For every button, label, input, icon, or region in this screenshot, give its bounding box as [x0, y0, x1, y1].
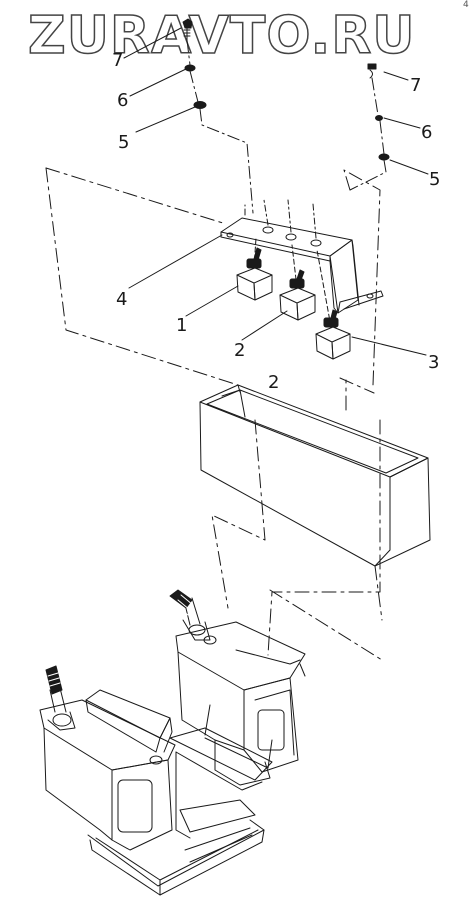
callout-5-right: 5 [429, 169, 440, 190]
right-nut-part-6 [375, 115, 383, 121]
watermark-logo: ZURAVTO.RU [27, 5, 416, 67]
left-control-console [39, 665, 176, 851]
switch-housing-box [199, 384, 431, 567]
toggle-switch-part-3 [315, 249, 351, 360]
callout-7-right: 7 [410, 75, 421, 96]
callout-2-lower: 2 [268, 372, 279, 393]
right-washer-part-5 [378, 153, 390, 161]
toggle-switch-part-1 [236, 237, 273, 301]
callout-3: 3 [428, 352, 439, 373]
left-screw-part-7 [182, 18, 193, 41]
toggle-switch-part-2 [279, 244, 316, 321]
callout-6-right: 6 [421, 122, 432, 143]
right-screw-part-7 [367, 63, 377, 79]
right-control-console [169, 589, 306, 786]
seat-base-frame [87, 704, 273, 896]
left-washer-part-5 [193, 101, 207, 109]
callout-4: 4 [116, 289, 127, 310]
callout-6-left: 6 [117, 90, 128, 111]
mounting-bracket-part-4 [220, 199, 384, 314]
callout-2: 2 [234, 340, 245, 361]
callout-1: 1 [176, 315, 187, 336]
corner-mark: 4 [463, 0, 469, 10]
callout-5-left: 5 [118, 132, 129, 153]
left-nut-part-6 [184, 64, 196, 72]
callout-7-left: 7 [112, 50, 123, 71]
